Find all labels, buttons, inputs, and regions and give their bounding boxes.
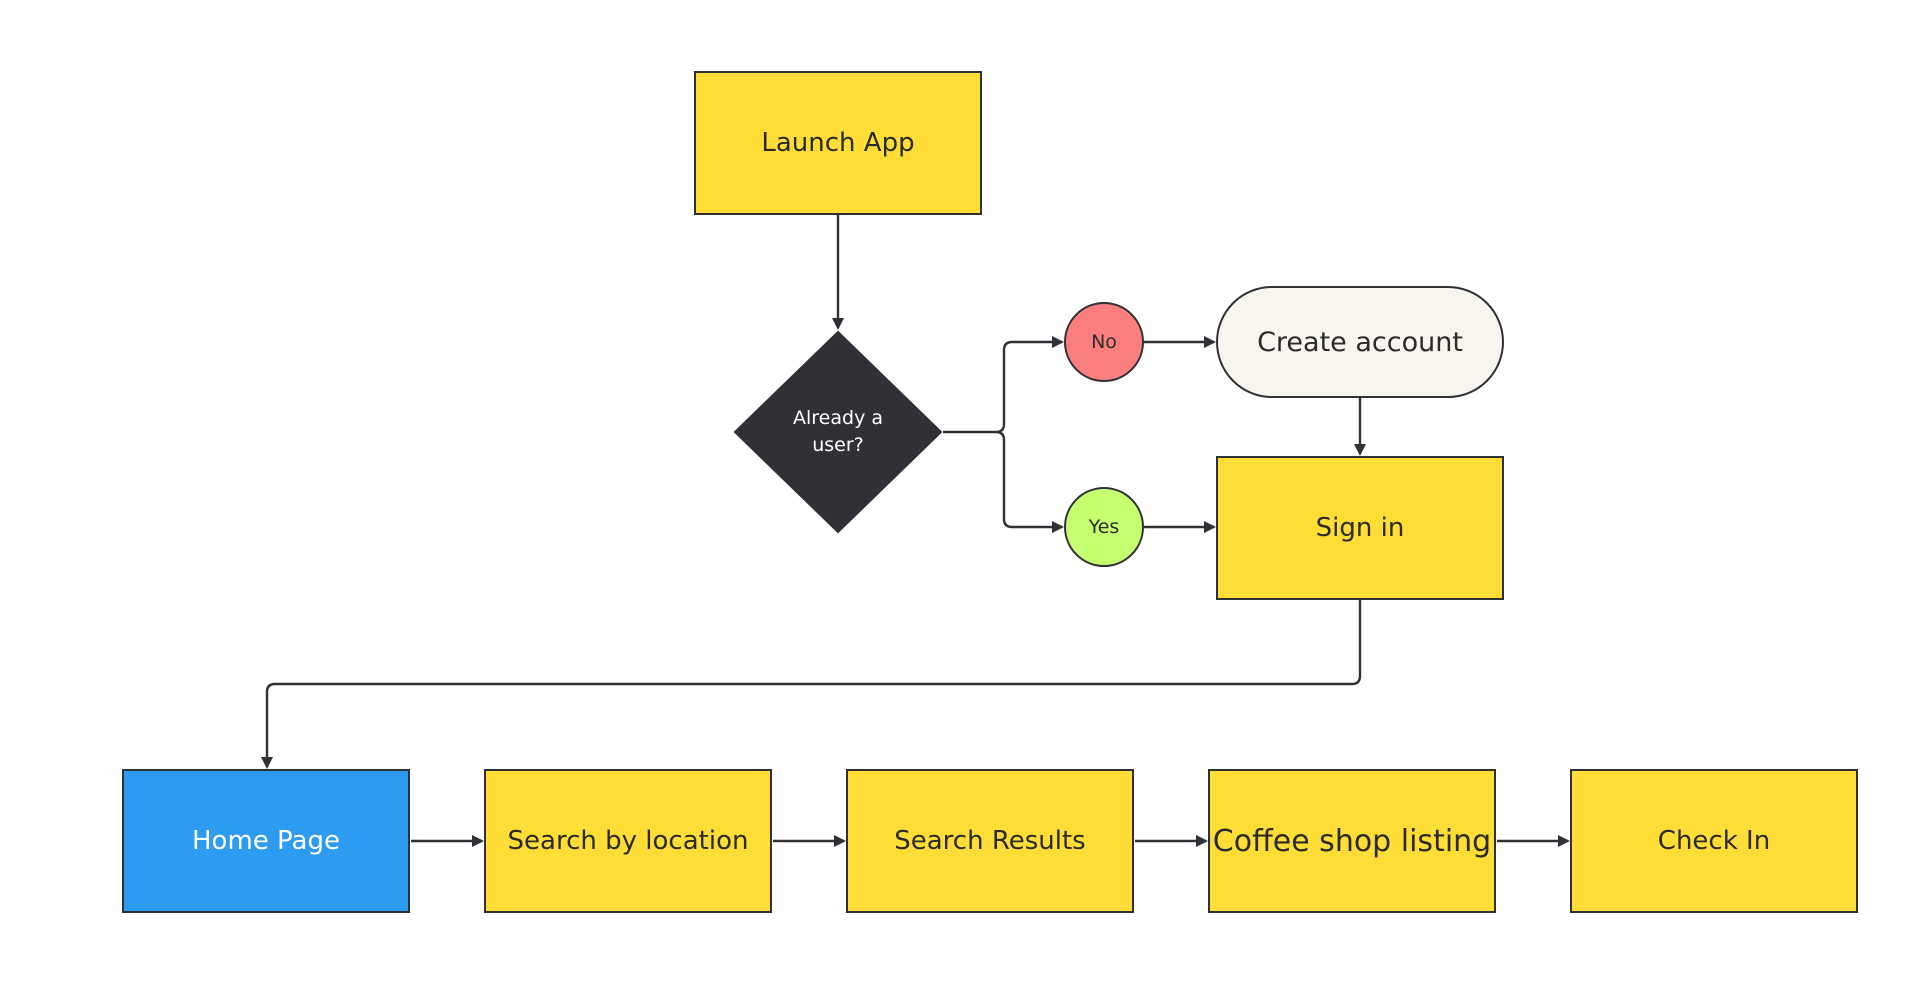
check-in-node[interactable]: Check In bbox=[1570, 769, 1858, 913]
home-page-label: Home Page bbox=[192, 826, 340, 856]
connector-decision-to-no bbox=[943, 336, 1064, 434]
decision-diamond-shape bbox=[733, 330, 943, 534]
coffee-shop-listing-label: Coffee shop listing bbox=[1212, 823, 1492, 859]
connector-sign-in-to-home bbox=[261, 600, 1362, 769]
check-in-label: Check In bbox=[1657, 826, 1771, 856]
search-results-node[interactable]: Search Results bbox=[846, 769, 1134, 913]
create-account-node[interactable]: Create account bbox=[1216, 286, 1504, 398]
search-by-location-label: Search by location bbox=[507, 826, 749, 856]
launch-app-node[interactable]: Launch App bbox=[694, 71, 982, 215]
already-user-decision[interactable]: Already a user? bbox=[733, 330, 943, 534]
search-results-label: Search Results bbox=[894, 826, 1086, 856]
sign-in-node[interactable]: Sign in bbox=[1216, 456, 1504, 600]
no-branch-node[interactable]: No bbox=[1064, 302, 1144, 382]
no-label: No bbox=[1091, 331, 1117, 353]
yes-branch-node[interactable]: Yes bbox=[1064, 487, 1144, 567]
yes-label: Yes bbox=[1088, 516, 1120, 538]
home-page-node[interactable]: Home Page bbox=[122, 769, 410, 913]
connector-decision-to-yes bbox=[995, 430, 1064, 533]
search-by-location-node[interactable]: Search by location bbox=[484, 769, 772, 913]
launch-app-label: Launch App bbox=[761, 128, 915, 158]
create-account-label: Create account bbox=[1257, 326, 1463, 358]
already-user-label: Already a user? bbox=[793, 407, 883, 456]
sign-in-label: Sign in bbox=[1315, 513, 1405, 543]
coffee-shop-listing-node[interactable]: Coffee shop listing bbox=[1208, 769, 1496, 913]
